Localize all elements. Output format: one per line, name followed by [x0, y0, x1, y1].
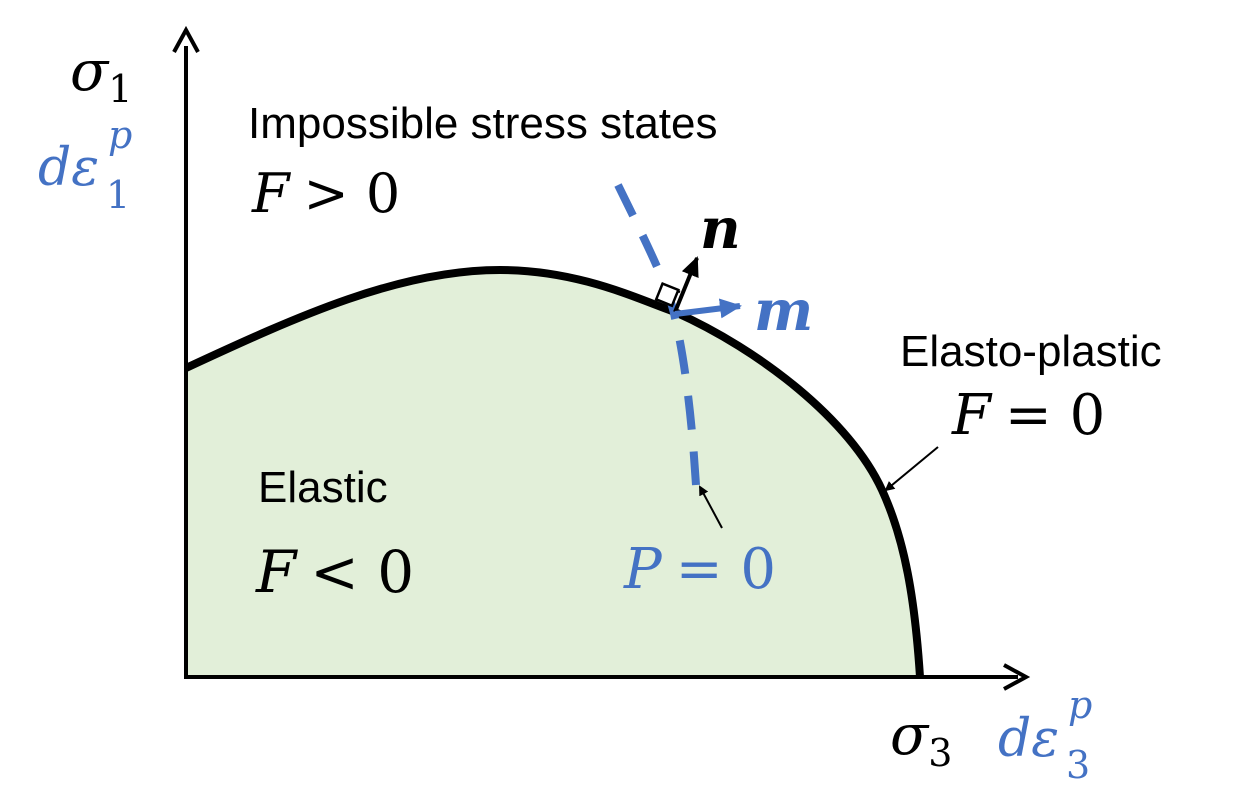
potential-condition: P= 0 — [623, 537, 776, 602]
flow-vector-label: m — [754, 278, 813, 344]
elastic-region-title: Elastic — [258, 463, 388, 512]
y-axis-strain-label: dε — [38, 138, 99, 198]
x-axis-strain-sup: p — [1068, 683, 1092, 727]
elastic-region-fill — [186, 270, 920, 677]
impossible-region-condition: F> 0 — [251, 162, 400, 225]
plastic-potential-curve — [614, 183, 700, 486]
right-angle-box — [654, 281, 680, 308]
x-axis-arrowhead — [1003, 663, 1031, 691]
x-axis-strain-sub: 3 — [1066, 743, 1090, 787]
y-axis-label: σ1 — [70, 39, 132, 111]
elastoplastic-condition: F= 0 — [951, 383, 1105, 448]
potential-pointer — [699, 485, 723, 529]
x-axis-label: σ3 — [890, 703, 952, 775]
normal-vector-label: n — [700, 196, 741, 262]
normal-vector-arrow — [673, 256, 699, 313]
impossible-region-title: Impossible stress states — [248, 99, 718, 148]
y-axis-strain-sup: p — [108, 113, 132, 157]
yield-surface-pointer — [884, 446, 939, 492]
x-axis-strain-label: dε — [998, 709, 1059, 769]
y-axis-strain-sub: 1 — [106, 173, 130, 217]
flow-vector-arrow — [674, 298, 742, 319]
elastic-region-condition: F< 0 — [255, 538, 414, 606]
elastoplastic-title: Elasto-plastic — [900, 327, 1162, 376]
y-axis-arrowhead — [172, 25, 200, 53]
